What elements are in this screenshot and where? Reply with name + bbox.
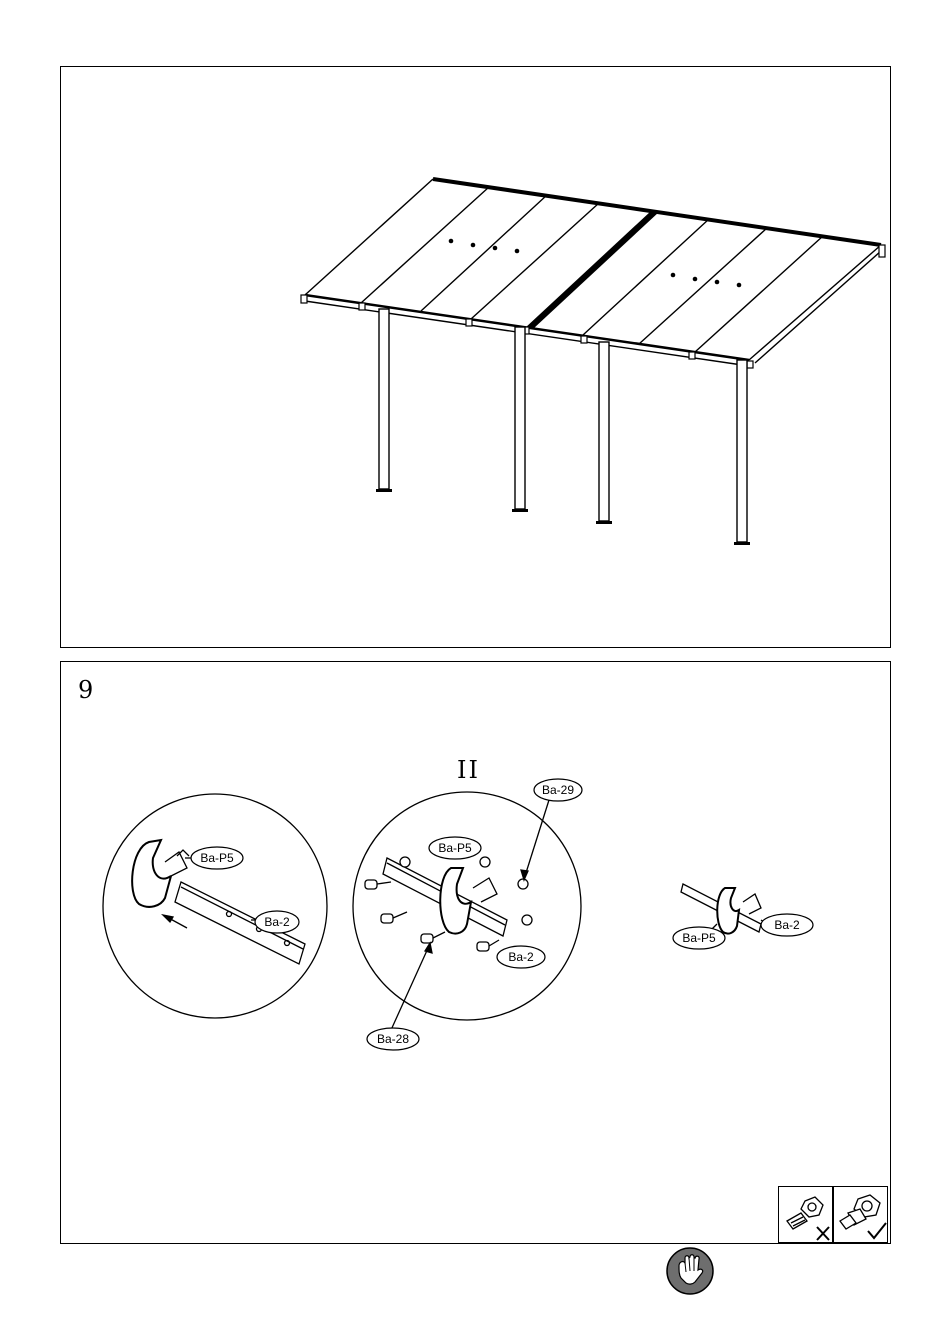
label-ba-p5-left: Ba-P5	[200, 851, 233, 865]
bolt-loose-cross-icon	[778, 1186, 833, 1243]
step-9-illustration	[61, 662, 892, 1245]
label-ba-29: Ba-29	[542, 783, 574, 797]
assembled-clamp-view	[681, 884, 767, 934]
label-ba-2-left: Ba-2	[264, 915, 289, 929]
label-ba-p5-middle: Ba-P5	[438, 841, 471, 855]
middle-detail-view	[353, 792, 581, 1030]
label-ba-2-middle: Ba-2	[508, 950, 533, 964]
assembled-pergola-panel	[60, 66, 891, 648]
left-detail-view	[103, 794, 327, 1018]
label-ba-2-right: Ba-2	[774, 918, 799, 932]
pergola-illustration	[61, 67, 892, 649]
label-ba-p5-right: Ba-P5	[682, 931, 715, 945]
step-9-panel: 9 II	[60, 661, 891, 1244]
glove-icon	[665, 1246, 715, 1296]
label-ba-28: Ba-28	[377, 1032, 409, 1046]
bolt-tight-check-icon	[833, 1186, 888, 1243]
